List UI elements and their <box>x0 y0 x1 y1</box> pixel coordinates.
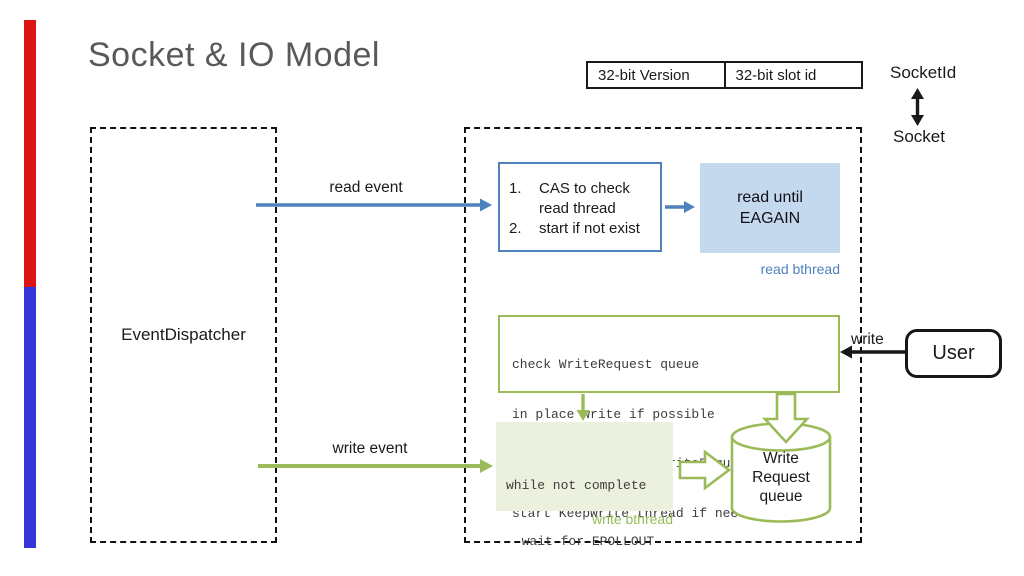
cas-item-text: CAS to check read thread <box>539 180 630 217</box>
cas-item-text: start if not exist <box>539 220 640 237</box>
cas-item: 2. start if not exist <box>509 219 652 239</box>
cas-item-number: 1. <box>509 180 522 197</box>
read-until-line: EAGAIN <box>739 210 801 227</box>
read-bthread-label: read bthread <box>760 261 840 277</box>
cas-check-box: 1. CAS to check read thread 2. start if … <box>498 162 662 252</box>
socket-label: Socket <box>893 127 945 146</box>
read-until-line: read until <box>737 189 803 206</box>
write-bthread-label: write bthread <box>592 511 673 527</box>
user-label: User <box>932 342 975 364</box>
write-event-label: write event <box>332 440 408 457</box>
read-event-label: read event <box>329 179 403 196</box>
keepwrite-line: while not complete <box>506 478 647 493</box>
accent-bar-blue <box>24 287 36 548</box>
cas-item: 1. CAS to check read thread <box>509 179 652 219</box>
slide-title: Socket & IO Model <box>88 36 380 74</box>
check-line: in place write if possible <box>512 406 715 422</box>
socketid-label: SocketId <box>890 63 957 82</box>
io-model-box <box>464 127 862 543</box>
event-dispatcher-label: EventDispatcher <box>121 325 246 344</box>
field-slot-cell: 32-bit slot id <box>723 63 862 87</box>
event-dispatcher-box: EventDispatcher <box>90 127 277 543</box>
check-line: check WriteRequest queue <box>512 357 700 372</box>
read-event-arrow-icon <box>256 198 492 212</box>
keepwrite-box: while not complete wait for EPOLLOUT wri… <box>496 422 673 549</box>
socket-bidirectional-arrow-icon <box>911 88 924 126</box>
accent-bar-red <box>24 20 36 287</box>
cas-item-number: 2. <box>509 220 522 237</box>
socket-struct-table: 32-bit Version 32-bit slot id <box>586 61 863 89</box>
write-label: write <box>851 331 884 348</box>
keepwrite-line: wait for EPOLLOUT <box>506 533 655 549</box>
check-writerequest-box: check WriteRequest queue in place write … <box>498 315 840 521</box>
field-version-cell: 32-bit Version <box>598 66 690 84</box>
read-until-eagain-box: read until EAGAIN <box>700 163 840 253</box>
write-event-arrow-icon <box>258 459 493 473</box>
user-box: User <box>905 329 1002 378</box>
